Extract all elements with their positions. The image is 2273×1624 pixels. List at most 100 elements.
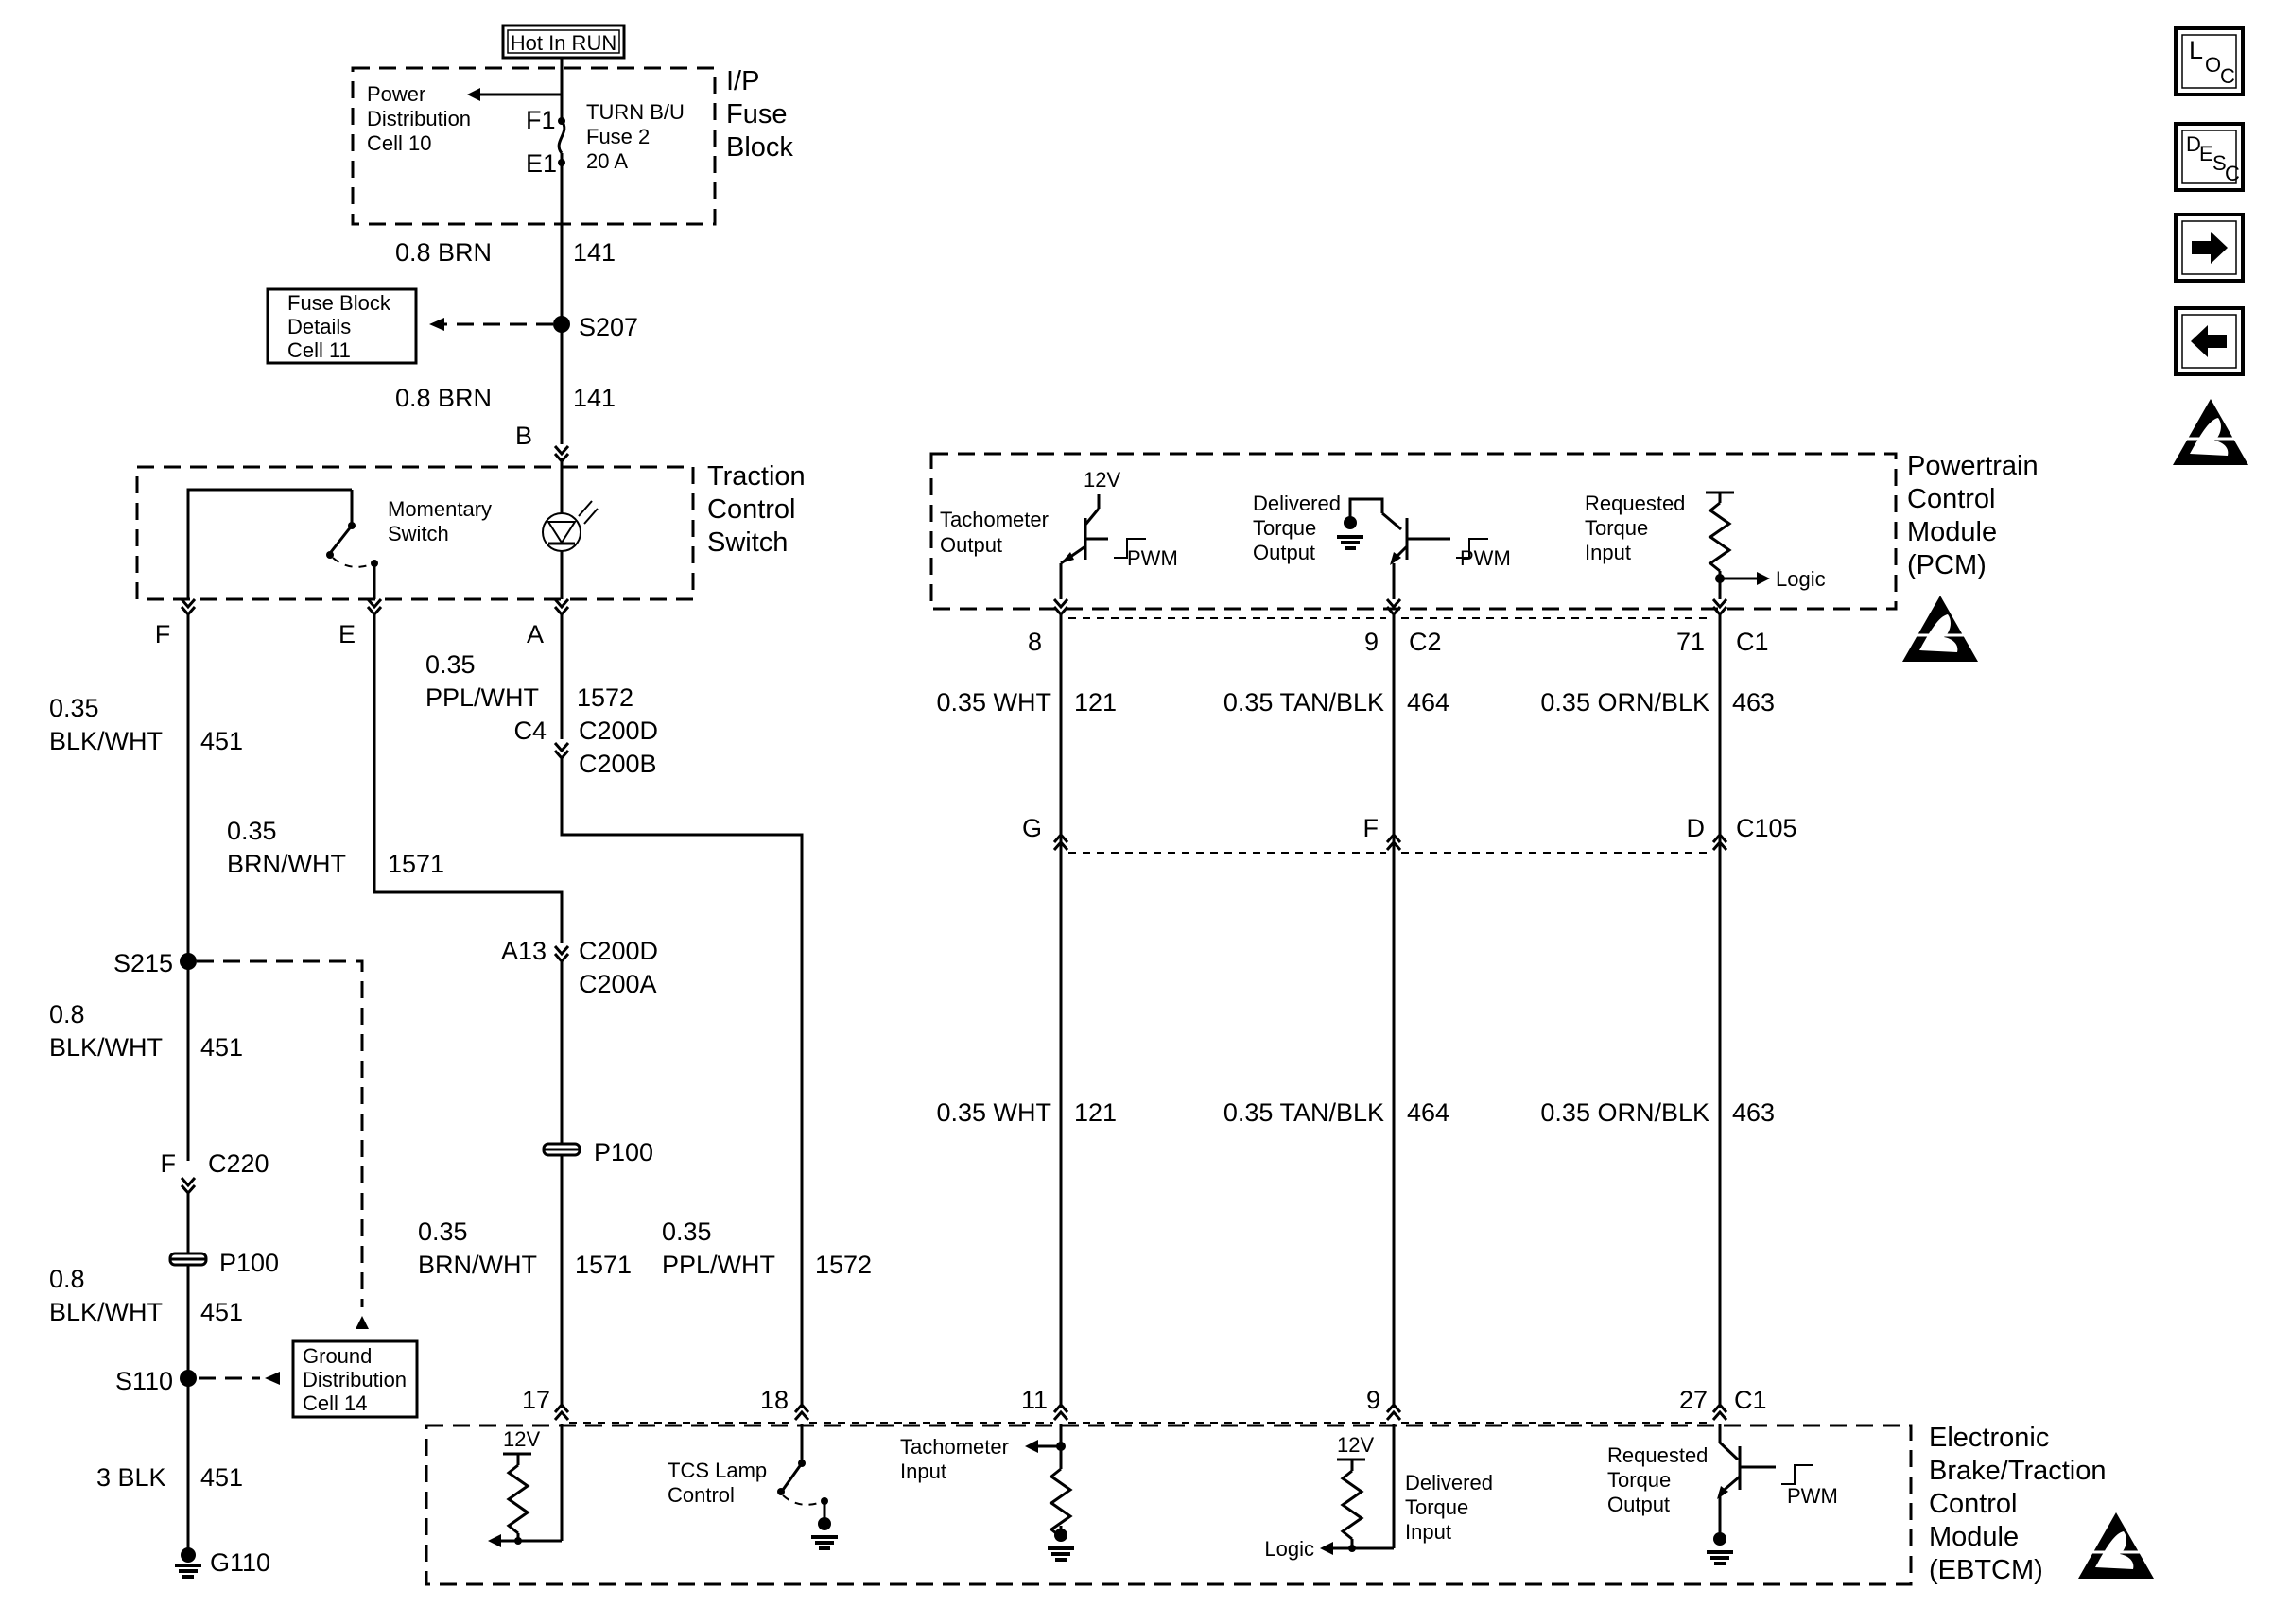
- ebtcm-delivered-line-1: Torque: [1405, 1495, 1468, 1519]
- p100-grommet-right-icon: [542, 1142, 581, 1157]
- wire-1571: [373, 614, 564, 943]
- pcm-tach-line-1: Output: [940, 533, 1002, 557]
- back-button[interactable]: [2174, 306, 2245, 376]
- fuse-block-title-0: I/P: [726, 66, 759, 96]
- pin-a: A: [527, 620, 544, 648]
- pcm-conn-c1: C1: [1736, 628, 1769, 656]
- svg-text:Fuse Block: Fuse Block: [287, 291, 391, 315]
- wire-464-circuit-2: 464: [1407, 1098, 1449, 1127]
- conn-c4-label-1: C200B: [579, 750, 657, 778]
- wire-464-circuit: 464: [1407, 688, 1449, 717]
- wire-451-low-circuit: 451: [200, 1298, 243, 1326]
- p100-grommet-left-icon: [168, 1252, 208, 1267]
- ip-fuse-block-outline: [351, 66, 717, 226]
- wire-1571-top-circuit: 1571: [388, 850, 444, 878]
- splice-s110: [180, 1370, 197, 1387]
- wire-121-gauge-2: 0.35 WHT: [936, 1098, 1051, 1127]
- pcm-delivered-line-1: Torque: [1253, 516, 1316, 540]
- wire-1571-top-gauge-0: 0.35: [227, 817, 277, 845]
- svg-text:Distribution: Distribution: [303, 1368, 407, 1391]
- momentary-line-1: Switch: [388, 522, 449, 545]
- svg-text:C: C: [2225, 162, 2240, 185]
- ebtcm-title-0: Electronic: [1929, 1423, 2049, 1453]
- svg-text:E: E: [2199, 142, 2213, 165]
- wire-463-circuit: 463: [1732, 688, 1775, 717]
- location-button[interactable]: L O C: [2174, 26, 2245, 96]
- ebtcm-9-12v: 12V: [1337, 1433, 1374, 1457]
- fuse-line-2: 20 A: [586, 149, 628, 173]
- svg-text:Details: Details: [287, 315, 351, 338]
- pcm-tach-line-0: Tachometer: [940, 508, 1049, 531]
- wire-451-mid-gauge-0: 0.8: [49, 1000, 85, 1028]
- wire-1572-top-gauge-0: 0.35: [425, 650, 476, 679]
- pcm-outline: [929, 452, 1898, 611]
- c105-label: C105: [1736, 814, 1797, 842]
- tcs-title-2: Switch: [707, 527, 788, 558]
- hot-in-run-label: Hot In RUN: [501, 24, 626, 60]
- pcm-conn-c2: C2: [1409, 628, 1442, 656]
- splice-s215-label: S215: [113, 949, 173, 977]
- wire-1572-low-gauge-0: 0.35: [662, 1218, 712, 1246]
- svg-text:S: S: [2212, 151, 2227, 175]
- svg-text:O: O: [2205, 53, 2221, 77]
- splice-s207-label: S207: [579, 313, 638, 341]
- wire-1572-top-gauge-1: PPL/WHT: [425, 683, 539, 712]
- pcm-tach-12v: 12V: [1084, 468, 1120, 492]
- ebtcm-pin-17: 17: [522, 1386, 550, 1414]
- momentary-line-0: Momentary: [388, 497, 492, 521]
- ebtcm-9-pullup-resistor: [1341, 1469, 1363, 1541]
- wire-451-top-gauge-1: BLK/WHT: [49, 727, 163, 755]
- ebtcm-logic-label: Logic: [1264, 1537, 1314, 1561]
- pcm-pin-9: 9: [1364, 628, 1379, 656]
- pin-e: E: [338, 620, 356, 648]
- ebtcm-tcs-lamp-line-1: Control: [668, 1483, 735, 1507]
- fuse-block-title-2: Block: [726, 132, 793, 163]
- conn-c220-label: C220: [208, 1149, 269, 1178]
- power-dist-line-1: Distribution: [367, 107, 471, 130]
- esd-warning-icon-pcm: [1900, 594, 1980, 664]
- ground-g110-label: G110: [210, 1548, 270, 1577]
- traction-control-switch-outline: [135, 465, 695, 601]
- ebtcm-17-pullup-resistor: [507, 1463, 529, 1535]
- ebtcm-tach-line-1: Input: [900, 1460, 946, 1483]
- wire-451-mid-gauge-1: BLK/WHT: [49, 1033, 163, 1062]
- wire-451-top-circuit: 451: [200, 727, 243, 755]
- ebtcm-title-3: Module: [1929, 1522, 2019, 1552]
- esd-warning-icon-nav: [2171, 397, 2250, 467]
- tcs-title-0: Traction: [707, 461, 806, 492]
- wire-1571-low-circuit: 1571: [575, 1251, 632, 1279]
- wire-121-circuit: 121: [1074, 688, 1117, 717]
- pcm-requested-line-2: Input: [1585, 541, 1631, 564]
- ebtcm-pin-11: 11: [1021, 1386, 1048, 1414]
- wire-1571-low-gauge-0: 0.35: [418, 1218, 468, 1246]
- wire-1572-low-gauge-1: PPL/WHT: [662, 1251, 775, 1279]
- pcm-requested-line-1: Torque: [1585, 516, 1648, 540]
- ebtcm-delivered-line-0: Delivered: [1405, 1471, 1493, 1494]
- svg-text:Cell 14: Cell 14: [303, 1391, 367, 1415]
- power-dist-line-0: Power: [367, 82, 425, 106]
- wire-1572-top-circuit: 1572: [577, 683, 633, 712]
- pcm-delivered-line-0: Delivered: [1253, 492, 1341, 515]
- svg-text:L: L: [2189, 36, 2203, 64]
- ebtcm-conn-c1: C1: [1734, 1386, 1767, 1414]
- tcs-title-1: Control: [707, 494, 796, 525]
- c105-pin-f: F: [1363, 814, 1379, 842]
- momentary-switch-contact: [329, 525, 354, 553]
- description-button[interactable]: D E S C: [2174, 122, 2245, 192]
- pin-c4: C4: [513, 717, 547, 745]
- splice-s215: [180, 953, 197, 970]
- wire-141-gauge: 0.8 BRN: [395, 238, 492, 267]
- svg-text:Cell 11: Cell 11: [287, 338, 351, 362]
- wire-141-circuit-2: 141: [573, 384, 616, 412]
- svg-text:Hot In RUN: Hot In RUN: [511, 31, 616, 55]
- forward-button[interactable]: [2174, 213, 2245, 283]
- pcm-pin-8: 8: [1028, 628, 1042, 656]
- ebtcm-tach-line-0: Tachometer: [900, 1435, 1009, 1459]
- wire-1571-top-gauge-1: BRN/WHT: [227, 850, 346, 878]
- wire-121-gauge: 0.35 WHT: [936, 688, 1051, 717]
- wire-141-circuit: 141: [573, 238, 616, 267]
- ebtcm-17-12v: 12V: [503, 1427, 540, 1451]
- ebtcm-title-4: (EBTCM): [1929, 1555, 2043, 1585]
- pin-c220-f: F: [161, 1149, 177, 1178]
- indicator-lamp-icon: [542, 512, 581, 552]
